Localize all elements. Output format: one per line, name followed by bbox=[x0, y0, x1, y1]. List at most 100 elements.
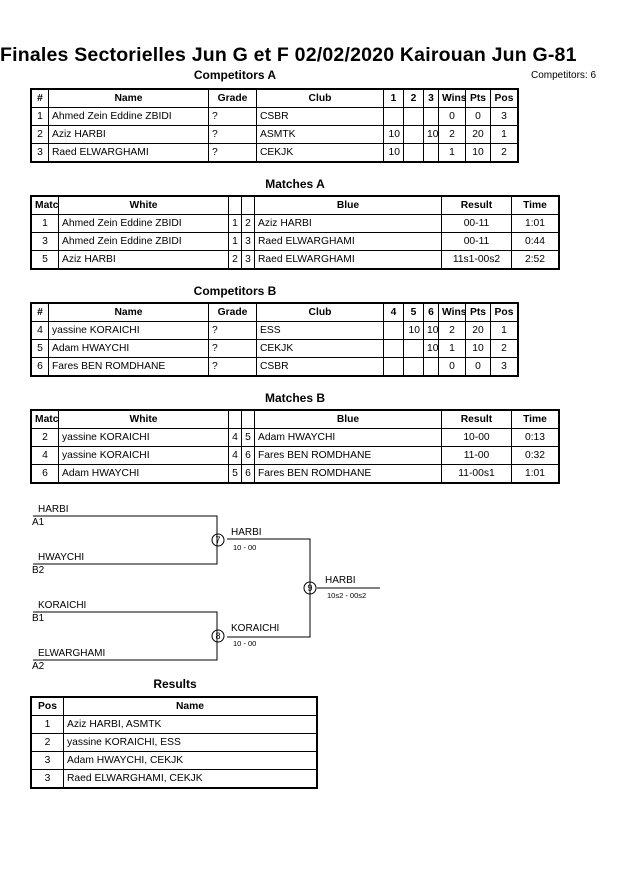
cell-name: Aziz HARBI bbox=[48, 125, 209, 144]
cell-pos: 3 bbox=[31, 751, 64, 770]
competitors-a-table: # Name Grade Club 1 2 3 Wins Pts Pos 1 A… bbox=[30, 88, 519, 163]
cell-blue: Fares BEN ROMDHANE bbox=[254, 464, 442, 483]
cell-pts: 0 bbox=[465, 357, 491, 376]
cell-result: 11-00 bbox=[441, 446, 512, 465]
cell-number: 6 bbox=[31, 357, 49, 376]
cell-time: 1:01 bbox=[511, 464, 559, 483]
col-name: Name bbox=[48, 89, 209, 108]
cell-blue-seed: 3 bbox=[241, 232, 255, 251]
cell-result: 00-11 bbox=[441, 214, 512, 233]
match-8-score: 10 - 00 bbox=[233, 639, 257, 648]
col-vs-6: 6 bbox=[423, 303, 439, 322]
table-row: 4 yassine KORAICHI 4 6 Fares BEN ROMDHAN… bbox=[31, 446, 559, 465]
cell-pos: 2 bbox=[31, 733, 64, 752]
cell-grade: ? bbox=[208, 339, 257, 358]
cell-club: CSBR bbox=[256, 107, 384, 126]
col-club: Club bbox=[256, 303, 384, 322]
cell-name: yassine KORAICHI bbox=[48, 321, 209, 340]
cell-white-seed: 2 bbox=[228, 250, 242, 269]
match-8-winner: KORAICHI bbox=[231, 623, 280, 634]
cell-score bbox=[423, 107, 439, 126]
cell-pts: 20 bbox=[465, 125, 491, 144]
competitors-count: Competitors: 6 bbox=[531, 70, 597, 81]
table-row: 3 Raed ELWARGHAMI, CEKJK bbox=[31, 769, 317, 788]
bracket-slot1-code: A1 bbox=[32, 517, 45, 528]
cell-blue: Fares BEN ROMDHANE bbox=[254, 446, 442, 465]
col-pts: Pts bbox=[465, 303, 491, 322]
matches-a-header-row: Match White Blue Result Time bbox=[31, 196, 559, 215]
bracket-lines bbox=[33, 515, 380, 661]
matches-a-heading: Matches A bbox=[265, 177, 325, 191]
cell-score: 10 bbox=[423, 321, 439, 340]
cell-club: CEKJK bbox=[256, 339, 384, 358]
results-header-row: Pos Name bbox=[31, 697, 317, 716]
cell-match: 6 bbox=[31, 464, 59, 483]
cell-match: 2 bbox=[31, 428, 59, 447]
cell-time: 2:52 bbox=[511, 250, 559, 269]
col-vs-3: 3 bbox=[423, 89, 439, 108]
cell-wins: 0 bbox=[438, 357, 466, 376]
cell-score: 10 bbox=[403, 321, 424, 340]
cell-score bbox=[423, 143, 439, 162]
cell-blue-seed: 3 bbox=[241, 250, 255, 269]
bracket-connector-m8 bbox=[33, 611, 218, 661]
cell-white: Ahmed Zein Eddine ZBIDI bbox=[58, 232, 229, 251]
bracket-slot4-code: A2 bbox=[32, 661, 45, 672]
results-heading: Results bbox=[153, 677, 197, 691]
cell-blue-seed: 2 bbox=[241, 214, 255, 233]
col-pos: Pos bbox=[31, 697, 64, 716]
table-row: 5 Adam HWAYCHI ? CEKJK 10 1 10 2 bbox=[31, 339, 518, 358]
bracket-connector-m7 bbox=[33, 515, 218, 565]
col-pos: Pos bbox=[490, 303, 518, 322]
cell-score bbox=[383, 339, 404, 358]
col-white: White bbox=[58, 410, 229, 429]
results-table: Pos Name 1 Aziz HARBI, ASMTK 2 yassine K… bbox=[30, 696, 318, 789]
cell-score bbox=[383, 321, 404, 340]
cell-pts: 10 bbox=[465, 143, 491, 162]
match-7-score: 10 - 00 bbox=[233, 543, 257, 552]
bracket-slot3-name: KORAICHI bbox=[38, 600, 87, 611]
col-vs-4: 4 bbox=[383, 303, 404, 322]
col-time: Time bbox=[511, 196, 559, 215]
cell-white: yassine KORAICHI bbox=[58, 428, 229, 447]
cell-wins: 0 bbox=[438, 107, 466, 126]
cell-grade: ? bbox=[208, 125, 257, 144]
match-circle-8 bbox=[211, 629, 225, 643]
table-row: 6 Adam HWAYCHI 5 6 Fares BEN ROMDHANE 11… bbox=[31, 464, 559, 483]
bracket-slot2-code: B2 bbox=[32, 565, 45, 576]
table-row: 5 Aziz HARBI 2 3 Raed ELWARGHAMI 11s1-00… bbox=[31, 250, 559, 269]
cell-number: 3 bbox=[31, 143, 49, 162]
cell-name: Raed ELWARGHAMI bbox=[48, 143, 209, 162]
cell-score: 10 bbox=[423, 125, 439, 144]
competitors-b-header-row: # Name Grade Club 4 5 6 Wins Pts Pos bbox=[31, 303, 518, 322]
cell-score: 10 bbox=[423, 339, 439, 358]
cell-name: Adam HWAYCHI bbox=[48, 339, 209, 358]
cell-name: Aziz HARBI, ASMTK bbox=[63, 715, 317, 734]
table-row: 3 Ahmed Zein Eddine ZBIDI 1 3 Raed ELWAR… bbox=[31, 232, 559, 251]
cell-pos: 3 bbox=[31, 769, 64, 788]
cell-number: 2 bbox=[31, 125, 49, 144]
cell-number: 5 bbox=[31, 339, 49, 358]
cell-grade: ? bbox=[208, 321, 257, 340]
cell-white-seed: 1 bbox=[228, 232, 242, 251]
match-circle-7 bbox=[211, 533, 225, 547]
col-blue-seed bbox=[241, 196, 255, 215]
table-row: 1 Ahmed Zein Eddine ZBIDI ? CSBR 0 0 3 bbox=[31, 107, 518, 126]
table-row: 2 Aziz HARBI ? ASMTK 10 10 2 20 1 bbox=[31, 125, 518, 144]
match-9-winner: HARBI bbox=[325, 575, 356, 586]
cell-pos: 3 bbox=[490, 107, 518, 126]
cell-club: CSBR bbox=[256, 357, 384, 376]
bracket-slot3-code: B1 bbox=[32, 613, 45, 624]
cell-grade: ? bbox=[208, 143, 257, 162]
cell-blue: Aziz HARBI bbox=[254, 214, 442, 233]
cell-score bbox=[383, 107, 404, 126]
cell-score bbox=[403, 125, 424, 144]
cell-wins: 2 bbox=[438, 125, 466, 144]
cell-score bbox=[403, 339, 424, 358]
cell-score bbox=[403, 357, 424, 376]
cell-blue: Raed ELWARGHAMI bbox=[254, 250, 442, 269]
col-number: # bbox=[31, 89, 49, 108]
cell-result: 10-00 bbox=[441, 428, 512, 447]
cell-blue-seed: 6 bbox=[241, 464, 255, 483]
page-title: Finales Sectorielles Jun G et F 02/02/20… bbox=[0, 44, 577, 66]
